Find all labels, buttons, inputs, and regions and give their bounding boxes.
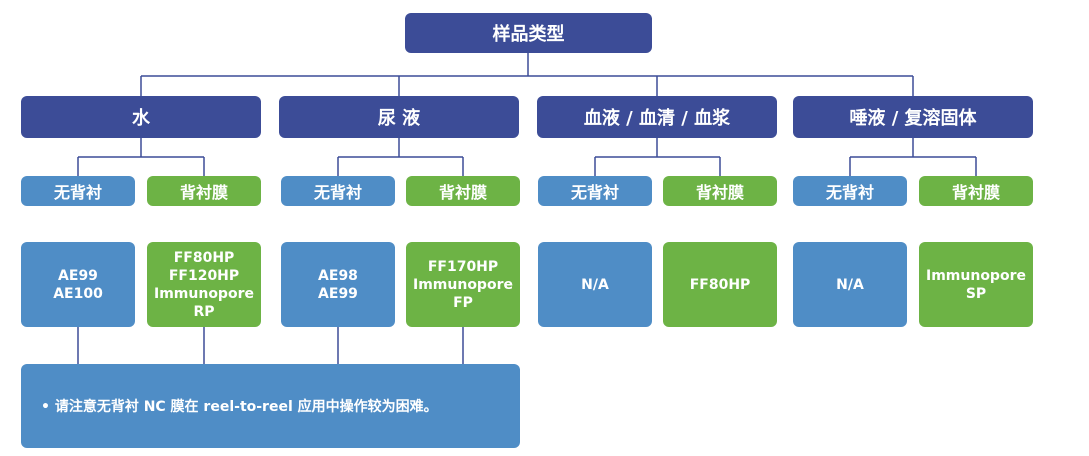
backed-products-saliva: Immunopore SP [919,242,1033,327]
category-blood: 血液 / 血清 / 血浆 [537,96,777,138]
no-backing-products-saliva: N/A [793,242,907,327]
category-urine: 尿 液 [279,96,519,138]
no-backing-header-saliva: 无背衬 [793,176,907,206]
no-backing-header-water: 无背衬 [21,176,135,206]
product-label: AE100 [53,285,103,302]
note-text: • 请注意无背衬 NC 膜在 reel-to-reel 应用中操作较为困难。 [41,399,438,415]
no-backing-header-urine: 无背衬 [281,176,395,206]
product-label: AE99 [318,285,358,302]
backed-products-blood: FF80HP [663,242,777,327]
product-label: FF80HP [689,276,751,293]
backed-header-water: 背衬膜 [147,176,261,206]
note-box: • 请注意无背衬 NC 膜在 reel-to-reel 应用中操作较为困难。 [21,364,520,448]
backed-header-urine: 背衬膜 [406,176,520,206]
product-label: N/A [581,276,609,293]
product-label: Immunopore [926,267,1026,284]
backed-header-saliva: 背衬膜 [919,176,1033,206]
no-backing-products-urine: AE98 AE99 [281,242,395,327]
category-saliva: 唾液 / 复溶固体 [793,96,1033,138]
product-label: FP [453,294,473,311]
product-label: RP [193,303,215,320]
product-label: FF120HP [168,267,240,284]
product-label: Immunopore [154,285,254,302]
root-node: 样品类型 [405,13,652,53]
product-label: Immunopore [413,276,513,293]
product-label: AE98 [318,267,358,284]
product-label: FF170HP [427,258,499,275]
no-backing-header-blood: 无背衬 [538,176,652,206]
no-backing-products-water: AE99 AE100 [21,242,135,327]
no-backing-products-blood: N/A [538,242,652,327]
backed-products-urine: FF170HP Immunopore FP [406,242,520,327]
product-label: FF80HP [173,249,235,266]
product-label: SP [965,285,987,302]
category-water: 水 [21,96,261,138]
product-label: N/A [836,276,864,293]
backed-header-blood: 背衬膜 [663,176,777,206]
product-label: AE99 [58,267,98,284]
backed-products-water: FF80HP FF120HP Immunopore RP [147,242,261,327]
